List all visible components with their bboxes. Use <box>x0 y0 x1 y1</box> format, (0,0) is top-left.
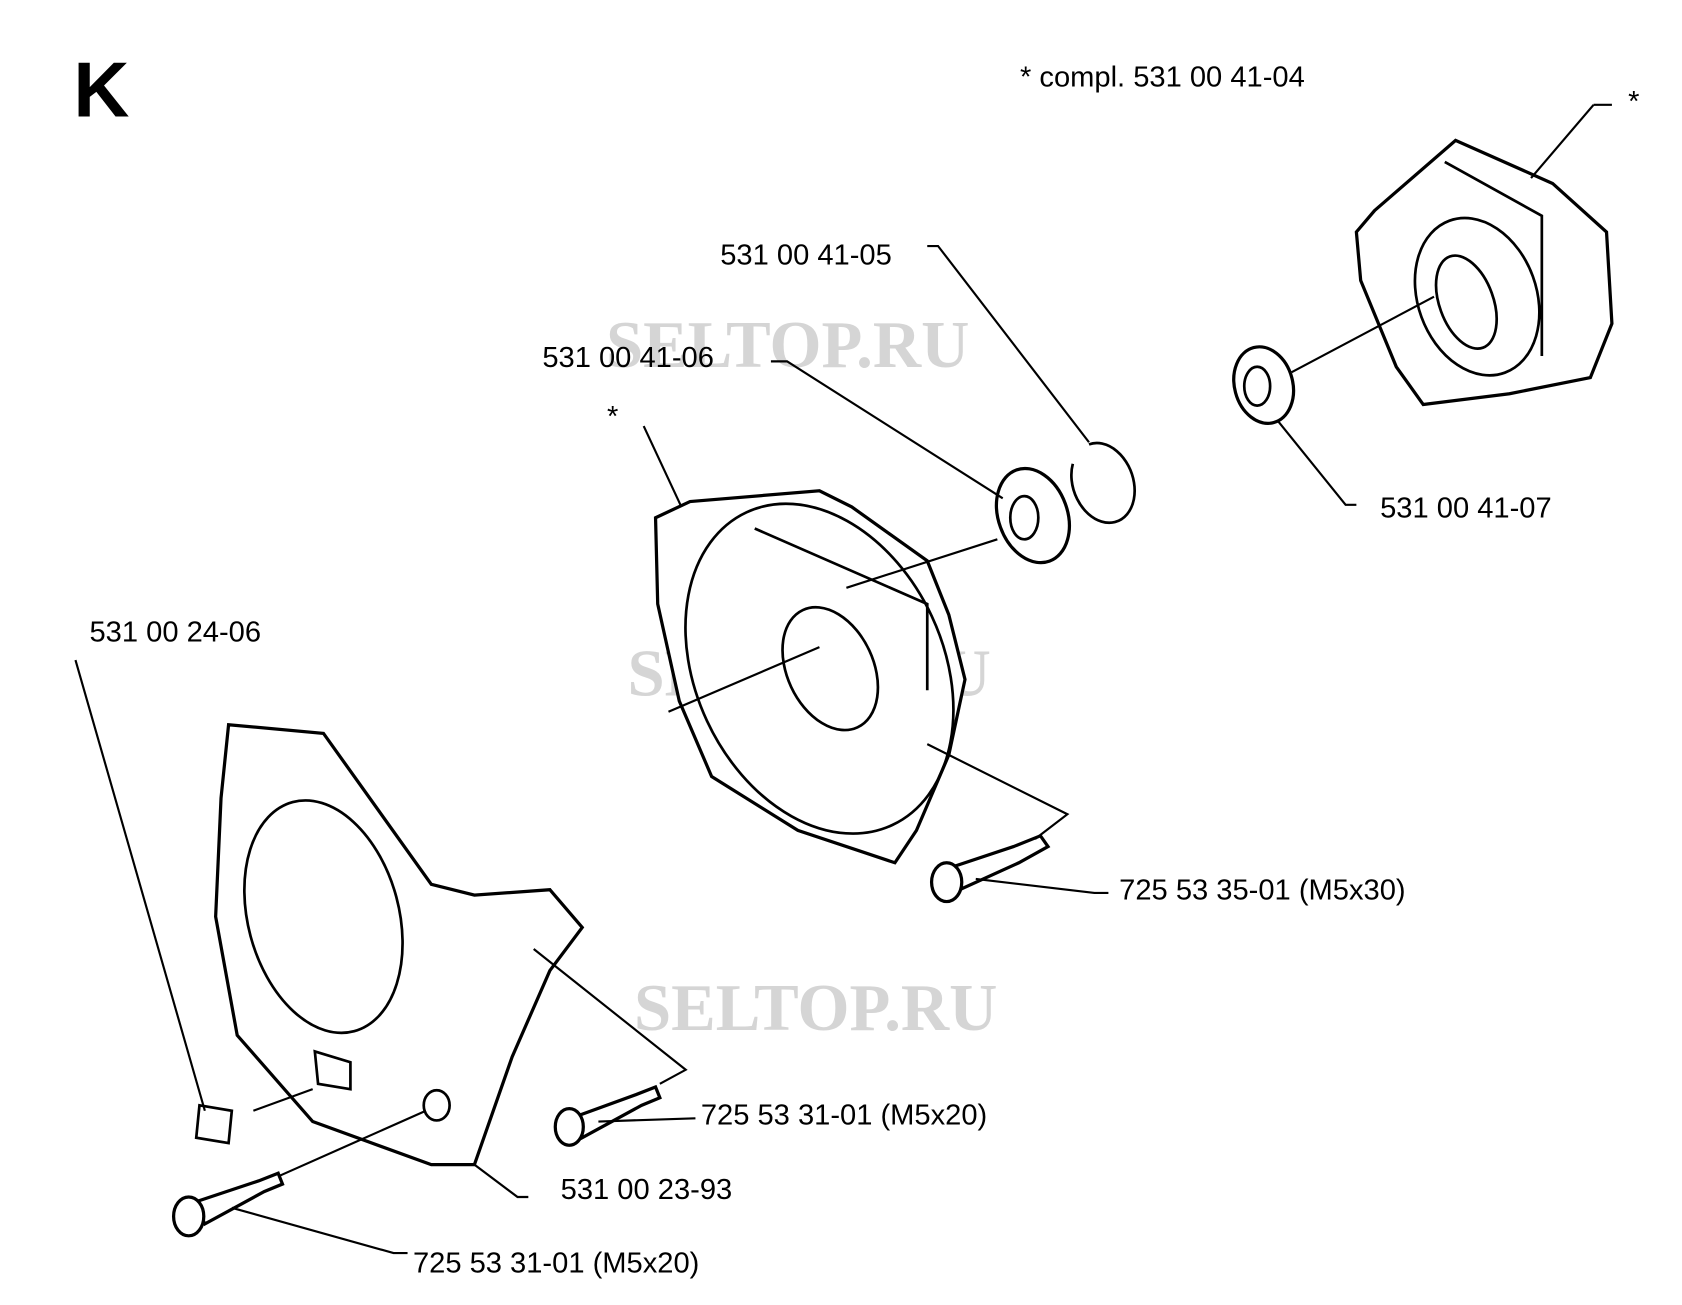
axis-line <box>279 1109 427 1177</box>
asterisk-marker: * <box>1628 86 1639 118</box>
starter-cover-left <box>194 722 585 1167</box>
leader-line <box>770 360 1004 500</box>
leader-line <box>975 877 1109 895</box>
leader-line <box>1530 104 1595 179</box>
leader-line <box>231 1206 408 1255</box>
part-label-531-00-24-06: 531 00 24-06 <box>89 617 261 649</box>
watermark: SELTOP.RU <box>634 971 997 1045</box>
leader-line <box>1291 295 1435 374</box>
section-letter: K <box>73 48 129 134</box>
leader-line <box>598 1117 696 1123</box>
axis-line <box>846 538 998 589</box>
asterisk-marker: * <box>607 401 618 433</box>
assembly-note: * compl. 531 00 41-04 <box>1020 61 1305 93</box>
screw-m5x30 <box>929 833 1051 904</box>
part-label-531-00-41-05: 531 00 41-05 <box>720 239 892 271</box>
leader-line <box>926 743 1070 840</box>
part-label-531-00-41-06: 531 00 41-06 <box>542 342 714 374</box>
leader-line <box>927 244 1090 443</box>
leader-line <box>1276 420 1357 506</box>
part-label-725-53-35-01: 725 53 35-01 (M5x30) <box>1119 874 1405 906</box>
screw-m5x20-bottom <box>171 1171 285 1238</box>
crankcase-half-center <box>653 489 967 865</box>
leader-line <box>74 659 206 1112</box>
bearing-right <box>1232 345 1296 425</box>
leader-line <box>473 1163 529 1199</box>
bearing-center <box>994 466 1071 565</box>
leader-line <box>533 948 688 1085</box>
part-label-725-53-31-01-a: 725 53 31-01 (M5x20) <box>701 1100 987 1132</box>
watermark: SELTOP.RU <box>606 308 969 382</box>
axis-line <box>668 646 820 713</box>
part-label-531-00-41-07: 531 00 41-07 <box>1380 493 1552 525</box>
crankcase-half-right <box>1354 138 1614 407</box>
part-label-725-53-31-01-b: 725 53 31-01 (M5x20) <box>413 1247 699 1279</box>
leader-line <box>253 1088 314 1112</box>
circlip <box>1070 441 1137 525</box>
part-label-531-00-23-93: 531 00 23-93 <box>561 1174 733 1206</box>
leader-line <box>642 425 683 508</box>
screw-m5x20 <box>553 1084 662 1147</box>
